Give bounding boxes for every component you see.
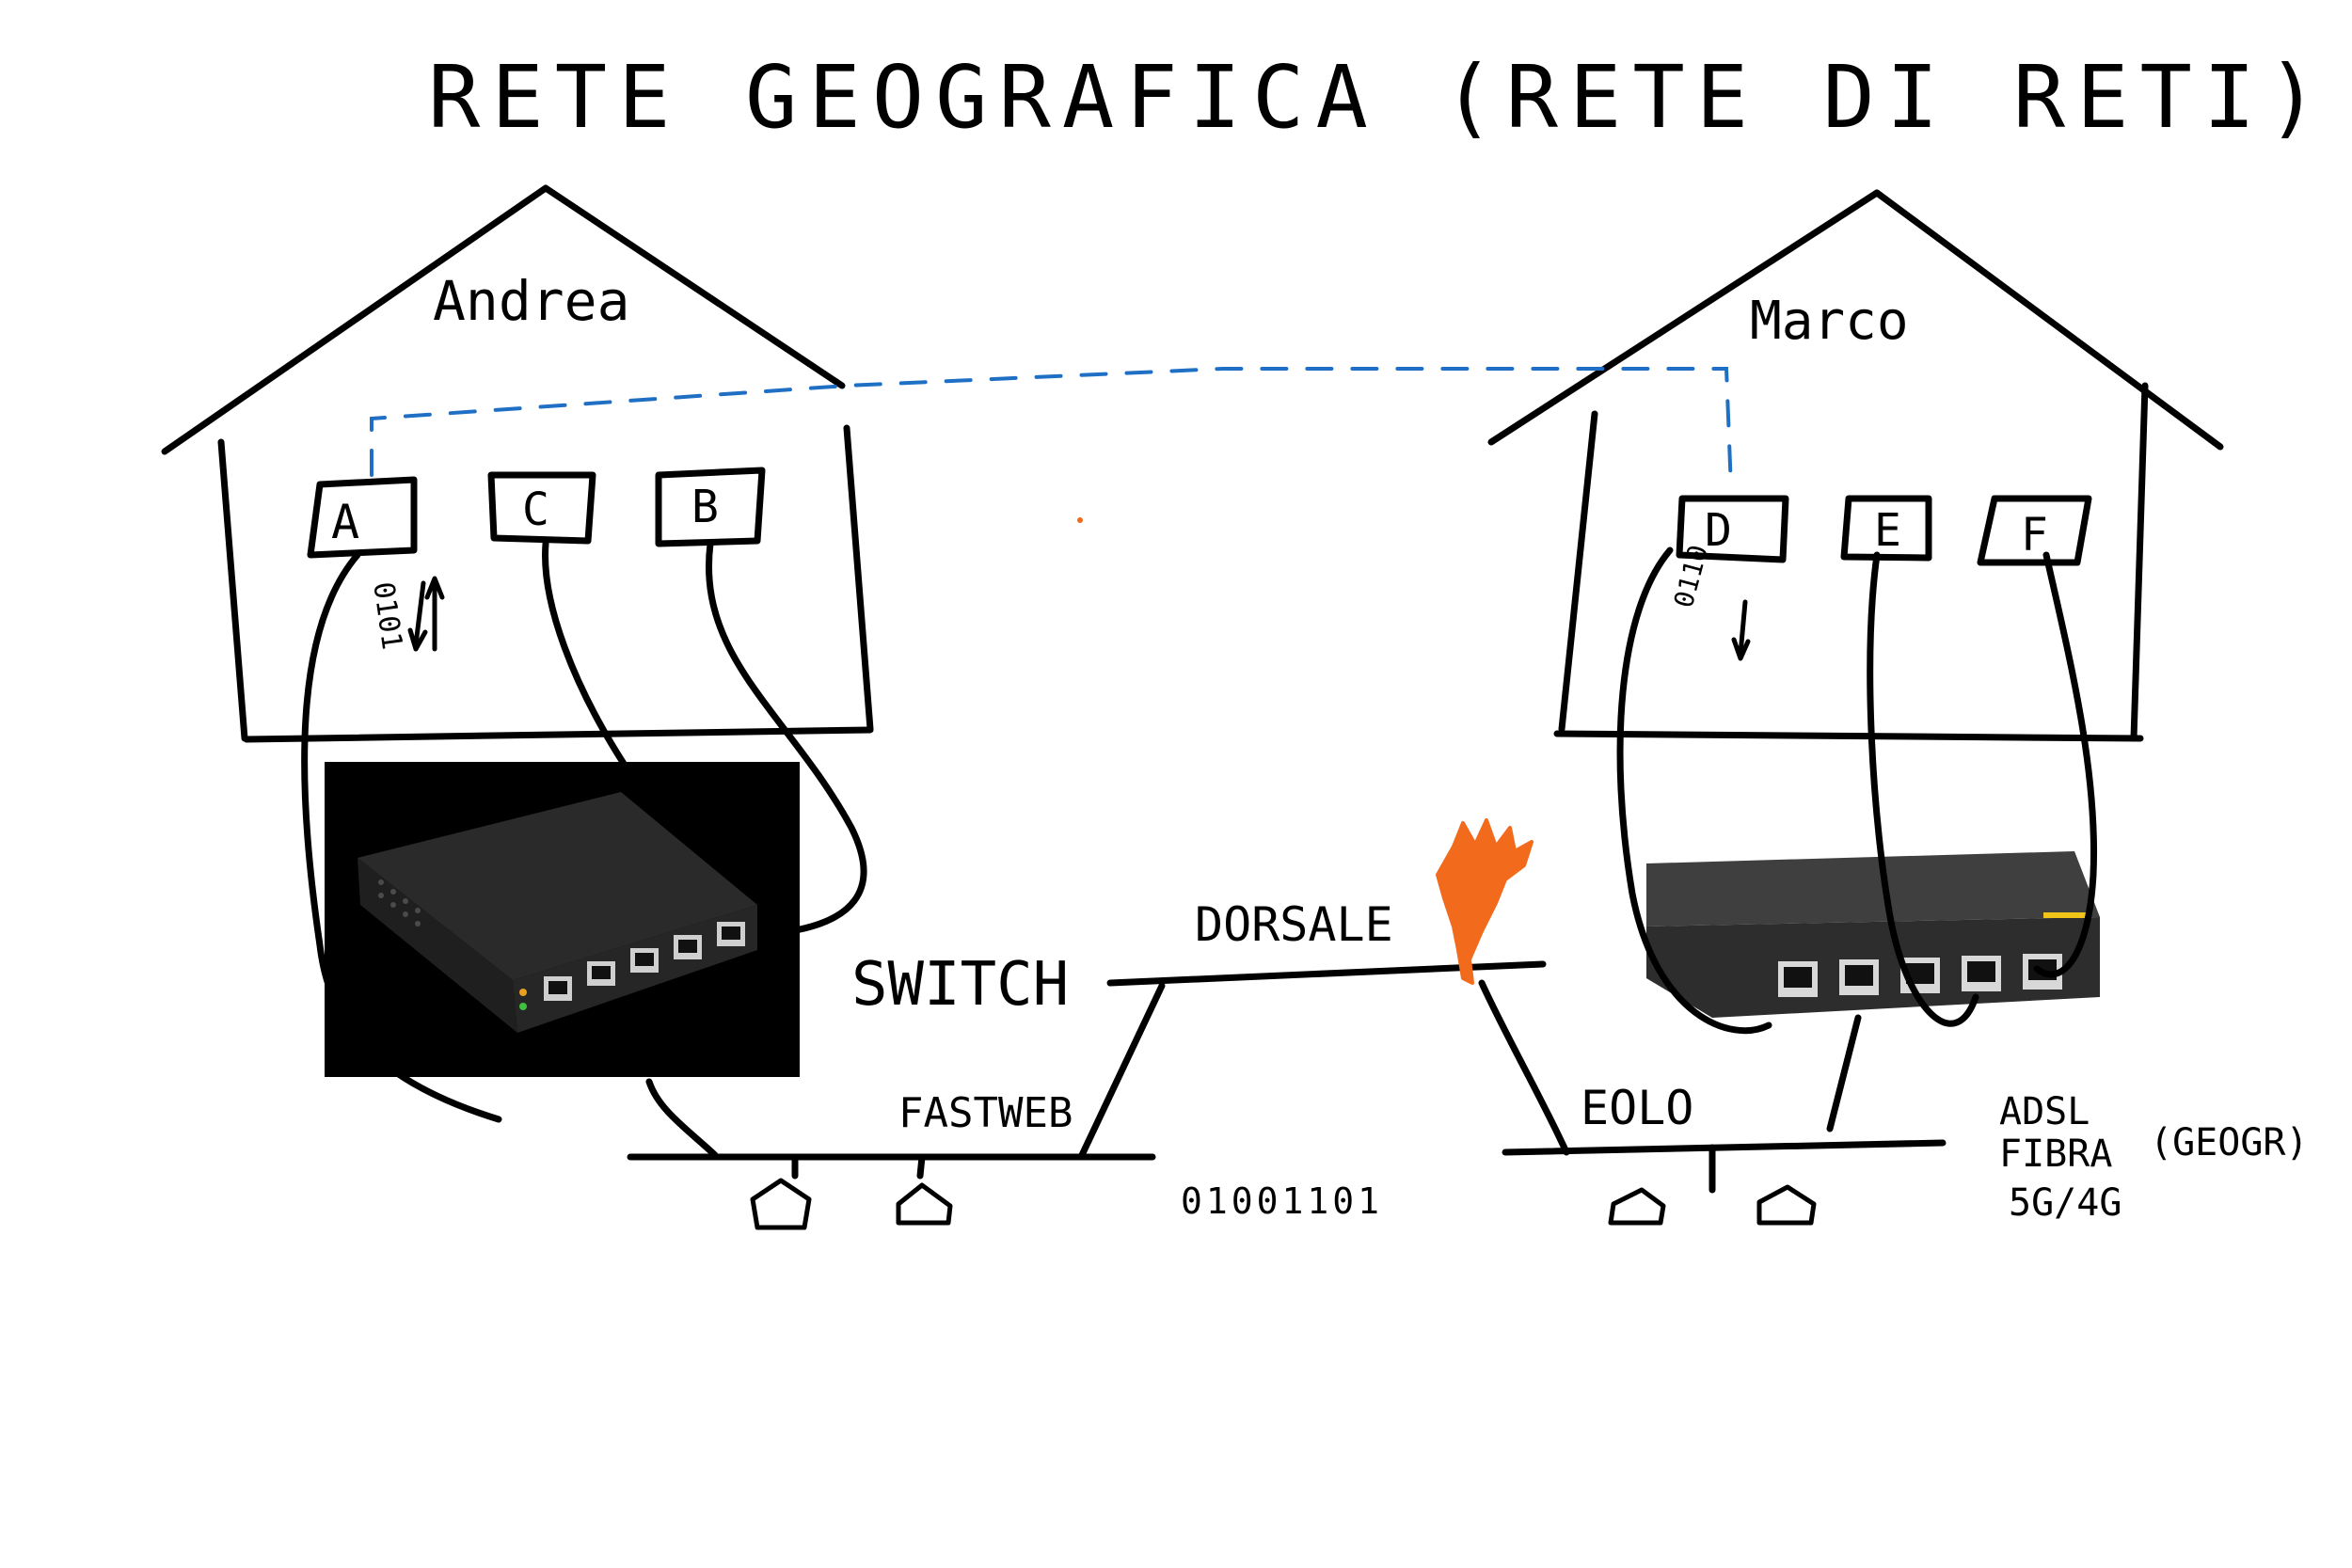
svg-text:F: F (2021, 509, 2048, 562)
page-title: RETE GEOGRAFICA (RETE DI RETI) (428, 47, 2330, 148)
network-dorsale-line (1106, 960, 1547, 987)
binary-label: 01001101 (1181, 1180, 1383, 1222)
switch-dlink (325, 762, 800, 1077)
device-box-d: D (1676, 495, 1789, 563)
tech-note: (GEOGR) (2150, 1121, 2309, 1164)
device-box-a: A (307, 476, 418, 559)
device-box-f: F (1977, 495, 2092, 566)
cables-marco (1616, 546, 2098, 1132)
fastweb-label: FASTWEB (898, 1089, 1073, 1137)
bits-marco: 0110 (1668, 542, 1714, 611)
svg-text:D: D (1705, 504, 1732, 557)
house-owner-andrea: Andrea (433, 269, 630, 333)
logical-connection-line (370, 367, 1733, 491)
bits-andrea: 0101 (366, 579, 408, 651)
small-house-icon (750, 1178, 1817, 1230)
house-marco: Marco D E F 0110 (1487, 189, 2224, 742)
device-box-c: C (487, 471, 596, 545)
house-owner-marco: Marco (1750, 291, 1909, 352)
tech-label-fibra: FIBRA (1999, 1132, 2112, 1176)
svg-text:A: A (331, 495, 359, 549)
svg-text:E: E (1874, 504, 1901, 557)
network-eolo-line (1478, 979, 1947, 1194)
house-andrea: Andrea A C B 0101 (161, 184, 874, 743)
eolo-label: EOLO (1581, 1081, 1693, 1135)
tech-label-mobile: 5G/4G (2009, 1181, 2122, 1225)
device-box-e: E (1840, 495, 1932, 562)
svg-text:B: B (691, 481, 719, 533)
tech-label-adsl: ADSL (1999, 1090, 2090, 1133)
device-box-b: B (655, 467, 766, 547)
fire-icon (1077, 517, 1534, 985)
svg-text:C: C (522, 483, 549, 536)
switch-label: SWITCH (851, 950, 1069, 1020)
network-fastweb-line (627, 982, 1166, 1180)
cables-andrea (301, 540, 867, 1159)
dorsale-label: DORSALE (1195, 897, 1393, 952)
switch-tplink (1646, 851, 2100, 1018)
